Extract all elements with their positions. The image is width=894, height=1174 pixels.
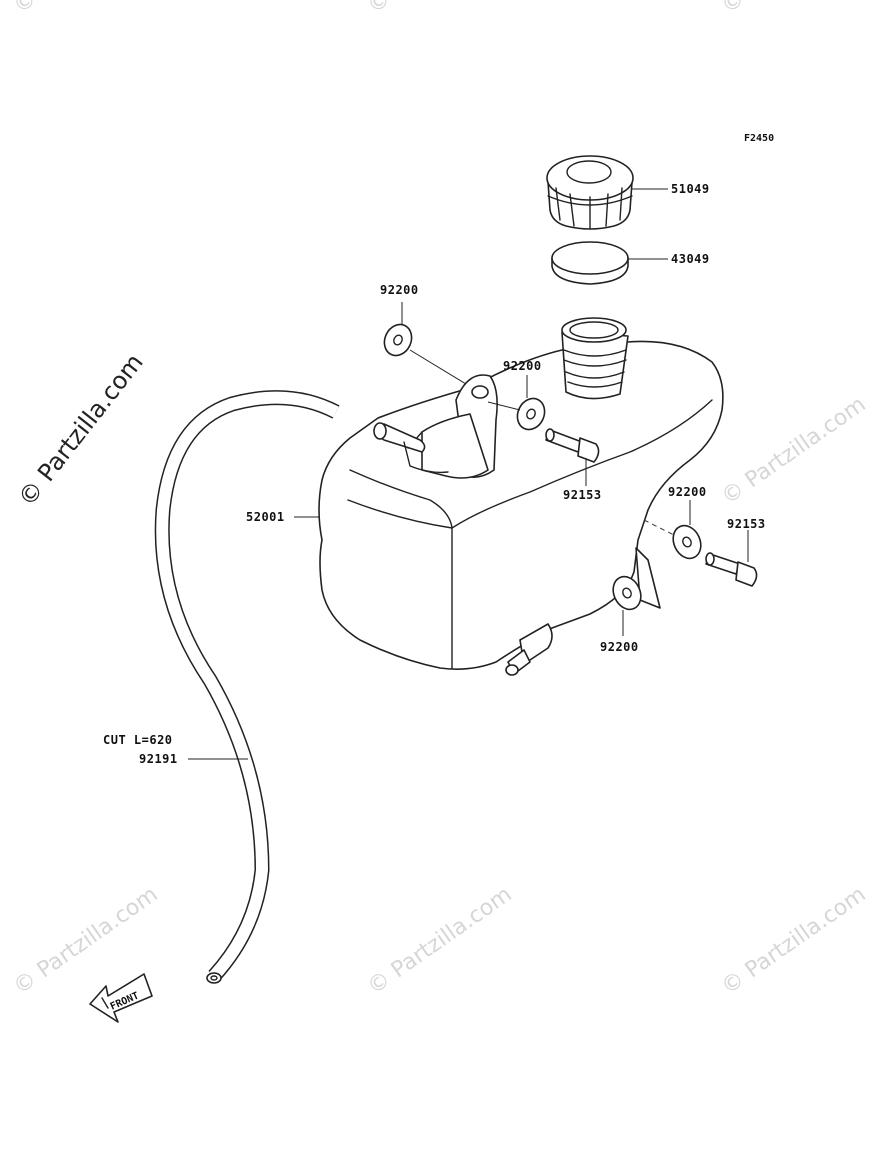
watermark-bottom-center: © Partzilla.com [363,882,516,1000]
watermark-top-right: © Partzilla.com [717,0,870,19]
watermark-left-edge: © Partzilla.com [13,349,149,512]
washer-bottom [612,575,642,611]
fuel-hose [154,390,340,984]
fuel-cap [546,155,634,230]
washer-mid [516,397,546,431]
label-hose: 92191 [139,752,178,766]
label-washer-top-left: 92200 [380,283,419,297]
label-bolt-mid: 92153 [563,488,602,502]
label-cap: 51049 [671,182,710,196]
cap-gasket [551,241,629,285]
label-tank: 52001 [246,510,285,524]
label-bolt-right: 92153 [727,517,766,531]
front-arrow: FRONT [89,973,153,1023]
watermark-top-center: © Partzilla.com [363,0,516,19]
label-washer-bottom: 92200 [600,640,639,654]
washer-right [672,524,702,560]
guide-washer-right [643,519,677,537]
bolt-right [705,552,758,587]
guide-washer-mid [487,401,521,411]
label-hose-cut: CUT L=620 [103,733,173,747]
bolt-mid [545,428,600,463]
watermark-top-left: © Partzilla.com [9,0,162,19]
label-washer-mid: 92200 [503,359,542,373]
label-washer-right: 92200 [668,485,707,499]
diagram-code: F2450 [744,133,774,144]
guide-washer-top-left [409,349,467,385]
washer-top-left [383,323,413,357]
watermark-mid-right: © Partzilla.com [717,392,870,510]
label-gasket: 43049 [671,252,710,266]
watermark-bottom-right: © Partzilla.com [717,882,870,1000]
